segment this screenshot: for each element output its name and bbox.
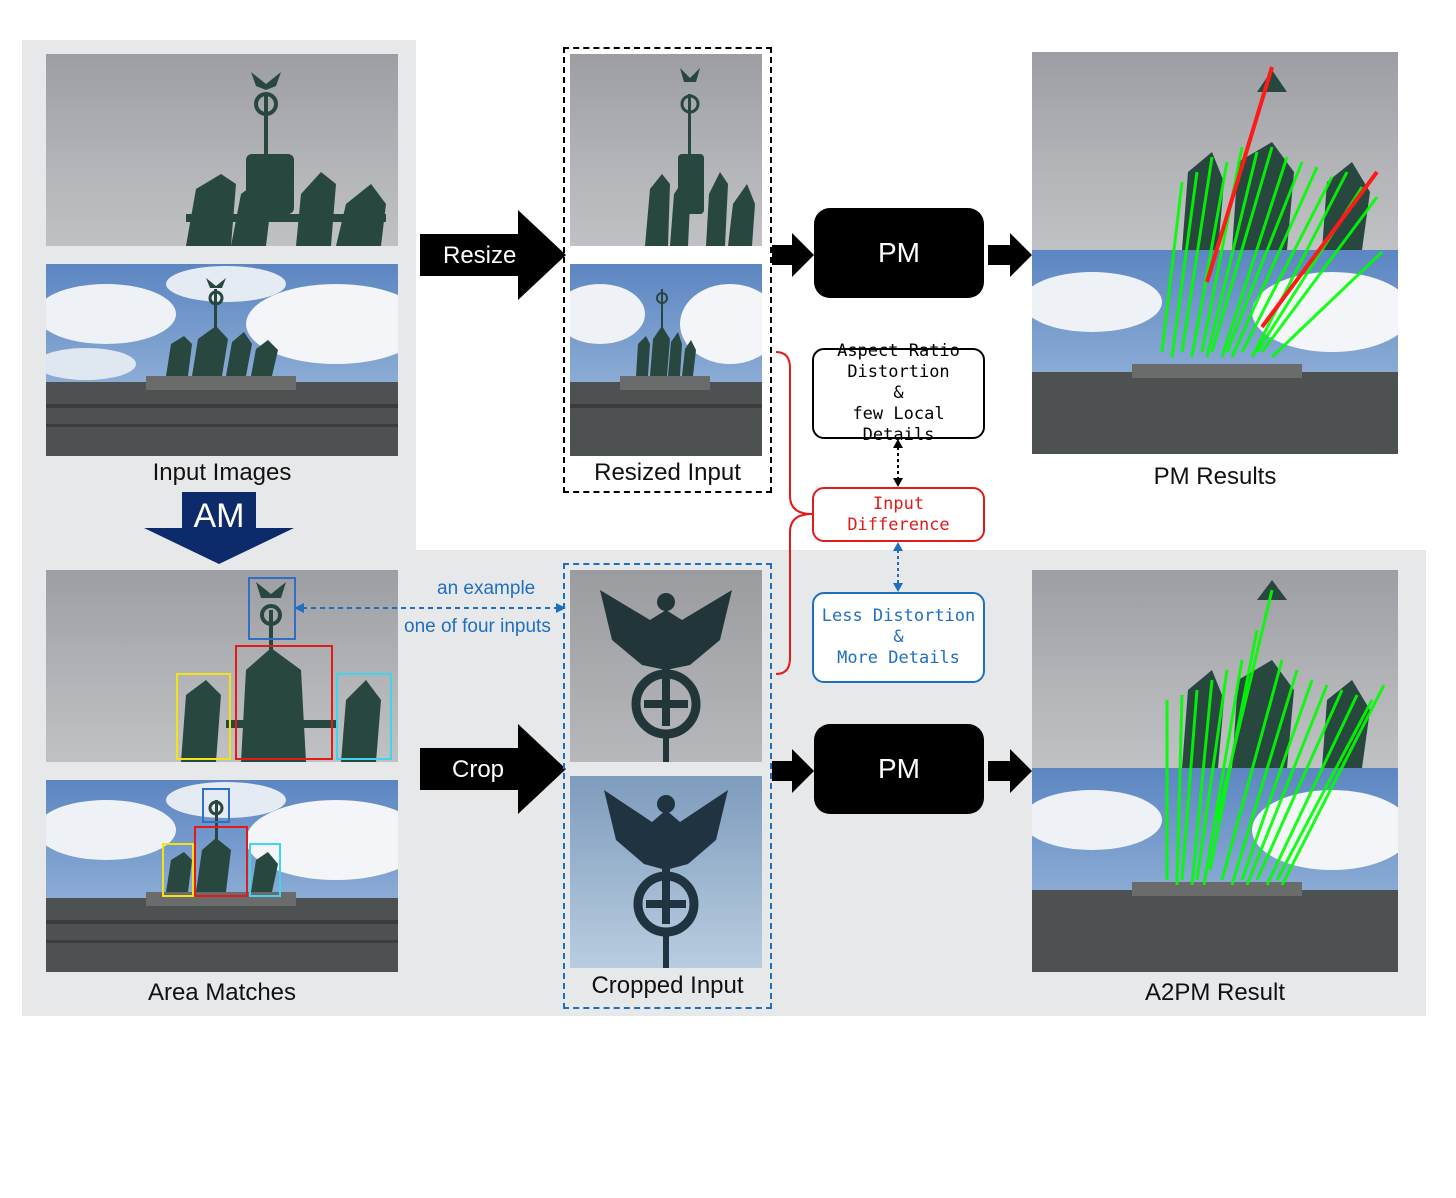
a2pm-result-caption: A2PM Result bbox=[1144, 979, 1286, 1006]
area-box-red-top bbox=[235, 645, 333, 760]
area-box-red-bottom bbox=[194, 826, 248, 897]
resized-input-frame bbox=[563, 47, 772, 493]
example-label-1: an example bbox=[437, 578, 536, 599]
area-box-cyan-top bbox=[336, 673, 392, 760]
aspect-line-4: few Local Details bbox=[852, 404, 945, 445]
resized-input-caption: Resized Input bbox=[594, 459, 741, 486]
quadriga-statue-icon bbox=[570, 264, 762, 456]
area-box-yellow-top bbox=[176, 673, 231, 760]
less-line-1: Less Distortion bbox=[821, 606, 976, 626]
arrow-from-pm-top bbox=[988, 233, 1032, 277]
quadriga-statue-icon bbox=[46, 54, 398, 246]
area-matches-caption: Area Matches bbox=[147, 979, 297, 1006]
quadriga-statue-icon bbox=[570, 54, 762, 246]
am-label: AM bbox=[193, 497, 245, 535]
example-connector bbox=[294, 603, 566, 613]
difference-brace bbox=[775, 351, 813, 675]
cropped-image-top bbox=[570, 570, 762, 762]
pm-block-top: PM bbox=[814, 208, 984, 298]
arrow-from-pm-bottom bbox=[988, 749, 1032, 793]
pm-results-caption: PM Results bbox=[1153, 463, 1277, 490]
cropped-image-bottom bbox=[570, 776, 762, 968]
example-label-2: one of four inputs bbox=[404, 616, 551, 637]
quadriga-statue-icon bbox=[46, 570, 398, 762]
aspect-line-1: Aspect Ratio bbox=[837, 341, 960, 361]
resized-image-top bbox=[570, 54, 762, 246]
resize-arrow bbox=[420, 210, 566, 300]
input-images-caption: Input Images bbox=[152, 459, 292, 486]
resized-image-bottom bbox=[570, 264, 762, 456]
input-image-top bbox=[46, 54, 398, 246]
difference-less-connector bbox=[893, 542, 903, 592]
arrow-to-pm-top bbox=[772, 233, 814, 277]
area-image-top bbox=[46, 570, 398, 762]
pm-block-bottom: PM bbox=[814, 724, 984, 814]
quadriga-statue-icon bbox=[46, 264, 398, 456]
less-distortion-note: Less Distortion & More Details bbox=[812, 592, 985, 683]
area-box-blue-bottom bbox=[202, 788, 230, 823]
pm-results-image bbox=[1032, 52, 1398, 454]
area-box-blue-top bbox=[248, 577, 296, 640]
less-line-2: & bbox=[893, 627, 904, 647]
area-box-cyan-bottom bbox=[249, 843, 281, 897]
am-down-arrow bbox=[144, 492, 294, 564]
aspect-line-3: & bbox=[893, 383, 904, 403]
a2pm-result-image bbox=[1032, 570, 1398, 972]
cropped-input-caption: Cropped Input bbox=[591, 972, 744, 999]
input-difference-note: Input Difference bbox=[812, 487, 985, 542]
resize-label: Resize bbox=[443, 242, 517, 269]
area-box-yellow-bottom bbox=[162, 843, 194, 897]
eagle-wreath-icon bbox=[570, 570, 762, 762]
input-image-bottom bbox=[46, 264, 398, 456]
difference-line-1: Input bbox=[872, 493, 925, 514]
aspect-line-2: Distortion bbox=[847, 362, 950, 382]
eagle-wreath-icon bbox=[570, 776, 762, 968]
crop-arrow bbox=[420, 724, 566, 814]
cropped-input-frame bbox=[563, 563, 772, 1009]
less-line-3: More Details bbox=[837, 648, 960, 668]
difference-line-2: Difference bbox=[847, 514, 950, 535]
aspect-difference-connector bbox=[893, 439, 903, 487]
aspect-ratio-note: Aspect Ratio Distortion & few Local Deta… bbox=[812, 341, 985, 445]
crop-label: Crop bbox=[452, 756, 505, 783]
arrow-to-pm-bottom bbox=[772, 749, 814, 793]
